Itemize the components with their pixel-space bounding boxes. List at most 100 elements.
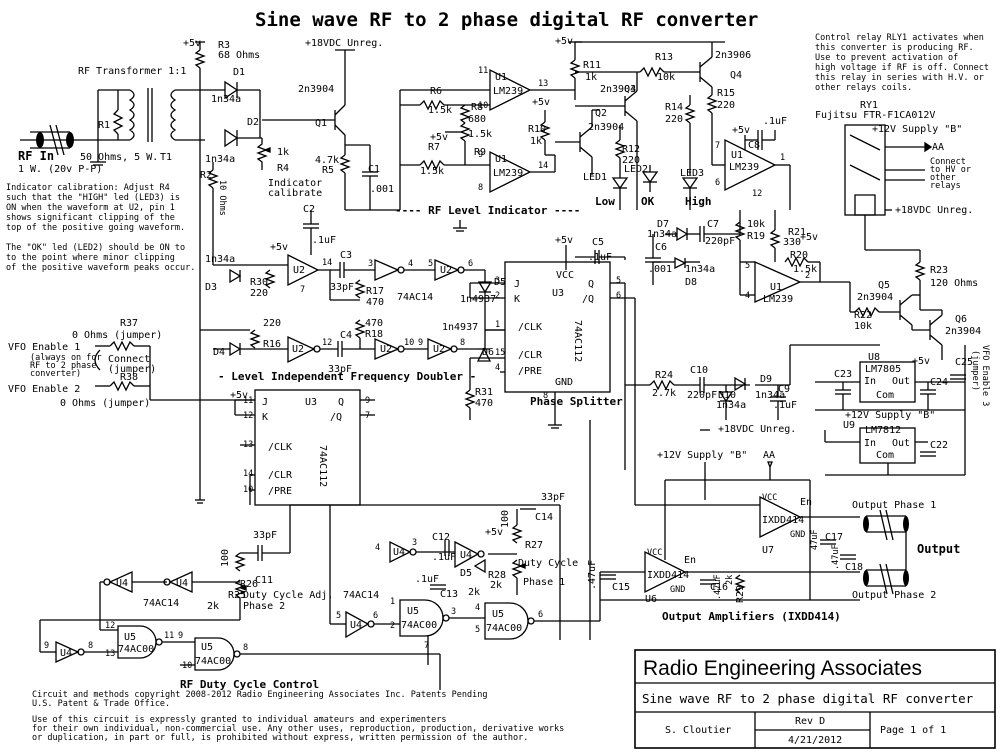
svg-text:220pF: 220pF [705,236,735,247]
svg-text:/CLK: /CLK [518,322,542,333]
svg-text:0 Ohms (jumper): 0 Ohms (jumper) [72,330,162,341]
svg-text:R20: R20 [790,250,808,261]
svg-text:.1uF: .1uF [312,235,336,246]
author-name: S. Cloutier [665,725,731,736]
svg-text:+5v: +5v [183,38,201,49]
svg-text:15: 15 [495,348,505,358]
svg-text:2n3904: 2n3904 [298,84,334,95]
svg-text:Indicator: Indicator [268,178,322,189]
svg-text:/CLR: /CLR [268,470,293,481]
svg-text:74AC112: 74AC112 [317,445,328,487]
output-connectors: Output Phase 1 Output Phase 2 Output [852,500,960,601]
svg-text:74AC112: 74AC112 [572,320,583,362]
svg-text:to the point where minor clipp: to the point where minor clipping [6,253,175,263]
supply-labels: +12V Supply "B" AA [657,450,775,500]
section-freq-doubler: - Level Independent Frequency Doubler - [218,370,476,383]
svg-text:other relays coils.: other relays coils. [815,83,912,93]
svg-text:U1: U1 [731,150,743,161]
svg-text:7: 7 [300,285,305,295]
svg-text:14: 14 [538,161,548,171]
svg-text:10: 10 [182,661,192,671]
revision: Rev D [795,716,825,727]
svg-text:C6: C6 [655,242,667,253]
svg-text:R2: R2 [200,170,212,181]
svg-text:+12V Supply "B": +12V Supply "B" [657,450,747,461]
svg-text:4: 4 [745,291,750,301]
svg-text:(jumper): (jumper) [970,350,980,391]
svg-text:R7: R7 [428,142,440,153]
svg-text:68 Ohms: 68 Ohms [218,50,260,61]
svg-text:/CLR: /CLR [518,350,543,361]
drawing-title: Sine wave RF to 2 phase digital RF conve… [642,691,974,706]
svg-text:C14: C14 [535,512,553,523]
svg-text:100: 100 [500,510,511,528]
q1-indicator-group: 1k R4 Indicator calibrate +18VDC Unreg. … [256,38,490,211]
svg-text:R8: R8 [471,102,483,113]
svg-text:C8: C8 [748,140,760,151]
svg-text:C5: C5 [592,237,604,248]
led3-symbol [681,177,699,190]
svg-text:220: 220 [717,100,735,111]
r1-resistor [112,109,124,135]
svg-text:3: 3 [451,607,456,617]
r31-group: R31 470 [464,387,493,420]
svg-text:LED2: LED2 [624,164,648,175]
svg-text:D6: D6 [482,347,494,358]
svg-text:1: 1 [390,597,395,607]
svg-text:VCC: VCC [556,270,574,281]
svg-text:1.5k: 1.5k [793,264,817,275]
svg-text:5: 5 [428,259,433,269]
svg-text:14: 14 [322,258,332,268]
freq-doubler-upper: 1n34a D3 R30 220 C2 .1uF +5v U2 14 7 C3 … [205,204,506,330]
svg-text:50 Ohms, 5 W.: 50 Ohms, 5 W. [80,152,158,163]
svg-text:D8: D8 [685,277,697,288]
svg-text:1n4937: 1n4937 [460,294,496,305]
svg-text:En: En [800,497,812,508]
r2-group: 10 Ohms R2 [200,162,227,265]
svg-text:U5: U5 [124,632,136,643]
svg-text:LED3: LED3 [680,168,704,179]
svg-text:U5: U5 [407,606,419,617]
svg-text:J: J [262,397,268,408]
output-drivers: IXDD414 VCC GND En U7 IXDD414 VCC GND En… [587,479,863,605]
svg-text:top of the positive going wave: top of the positive going waveform. [6,223,185,233]
svg-text:.1uF: .1uF [763,116,787,127]
svg-text:VCC: VCC [647,548,662,558]
svg-text:U2: U2 [292,344,304,355]
svg-text:74AC00: 74AC00 [118,644,154,655]
svg-text:R13: R13 [655,52,673,63]
svg-text:10k: 10k [657,72,675,83]
svg-text:3: 3 [412,538,417,548]
svg-text:11: 11 [243,396,253,406]
svg-text:470: 470 [365,318,383,329]
svg-text:C3: C3 [340,250,352,261]
svg-text:10k: 10k [747,219,765,230]
svg-text:GND: GND [555,377,573,388]
svg-text:6: 6 [715,178,720,188]
svg-text:LM7805: LM7805 [865,364,901,375]
svg-text:+5v: +5v [912,356,930,367]
svg-text:8: 8 [88,641,93,651]
svg-text:Q: Q [338,397,344,408]
svg-text:/CLK: /CLK [268,442,292,453]
svg-text:1.5k: 1.5k [420,166,444,177]
svg-text:U5: U5 [492,609,504,620]
svg-text:13: 13 [105,649,115,659]
rf-in-level: 1 W. (20v P-P) [18,164,102,175]
svg-text:1n34a: 1n34a [685,264,715,275]
svg-text:12: 12 [322,338,332,348]
svg-text:GND: GND [790,530,805,540]
svg-text:2n3904: 2n3904 [857,292,893,303]
svg-text:T1: T1 [160,152,172,163]
svg-text:.47uF: .47uF [587,560,598,590]
svg-text:Use of this circuit is express: Use of this circuit is expressly granted… [32,715,447,725]
svg-text:10k: 10k [854,321,872,332]
svg-text:2n3904: 2n3904 [600,84,636,95]
svg-text:(jumper): (jumper) [108,364,156,375]
svg-text:U4: U4 [116,578,128,589]
svg-text:C25: C25 [955,357,973,368]
regulator-u9: U9 LM7812 In Out Com C22 +18VDC Unreg. [700,345,966,476]
svg-text:relays: relays [930,181,961,191]
t1-secondary-coil [170,89,177,141]
svg-text:R17: R17 [366,286,384,297]
